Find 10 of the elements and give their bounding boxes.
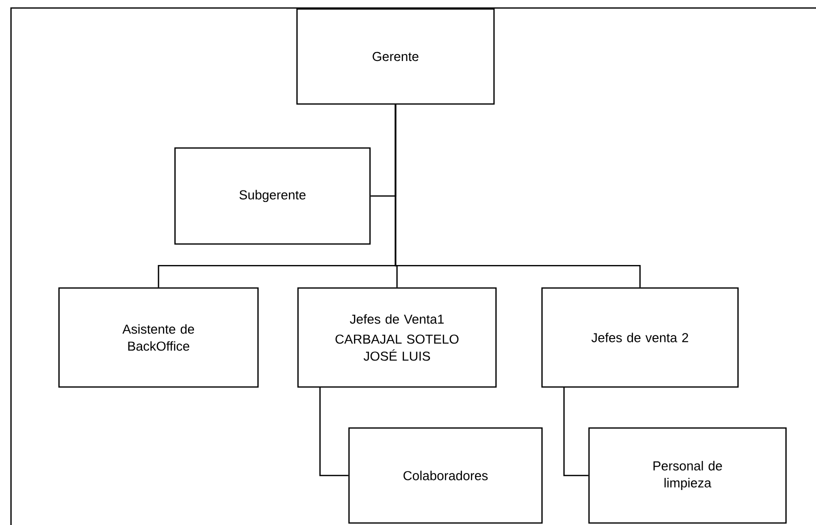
org-box: Jefes de Venta1 CARBAJAL SOTELO JOSÉ LUIS	[297, 287, 497, 388]
org-box: Jefes de venta 2	[541, 287, 739, 388]
org-box: Colaboradores	[348, 427, 543, 524]
org-box: Gerente	[296, 8, 495, 105]
connector-line	[319, 387, 348, 476]
connector-line	[563, 387, 588, 476]
org-box: Personal de limpieza	[588, 427, 787, 524]
org-box: Subgerente	[174, 147, 371, 245]
org-box: Asistente de BackOffice	[58, 287, 259, 388]
connector-line	[394, 104, 641, 288]
